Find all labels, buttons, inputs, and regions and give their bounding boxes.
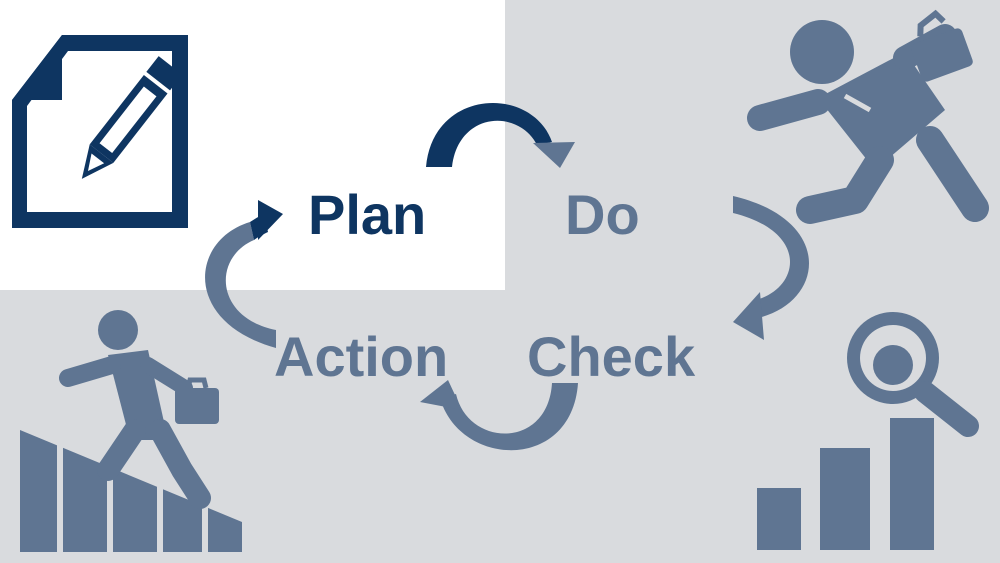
arrow-action-to-plan (205, 200, 283, 348)
arrow-do-to-check (733, 196, 810, 340)
stage-label-check: Check (527, 325, 696, 388)
bar-chart-magnifier-icon (757, 312, 979, 550)
stage-label-plan: Plan (308, 183, 426, 246)
climbing-stairs-icon (20, 310, 242, 560)
document-pencil-icon (12, 35, 188, 228)
arrow-check-to-action (420, 380, 578, 451)
stage-label-do: Do (565, 183, 640, 246)
running-businessman-icon (747, 9, 989, 224)
arrow-plan-to-do (426, 102, 575, 168)
stage-label-action: Action (274, 325, 448, 388)
